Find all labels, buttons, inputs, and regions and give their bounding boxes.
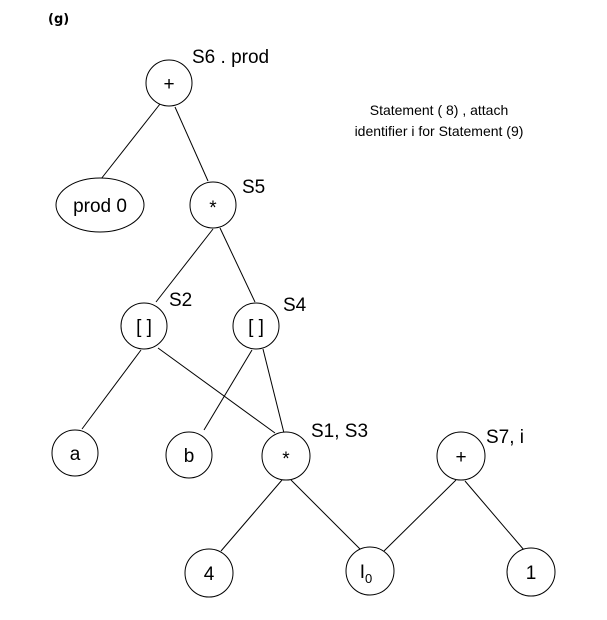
edge-plus-star xyxy=(174,106,209,182)
node-star-low: * xyxy=(261,431,311,481)
node-a-label: a xyxy=(70,444,81,465)
edge-starlow-four xyxy=(220,479,283,552)
figure-label: (g) xyxy=(48,12,69,27)
node-plus-root: + xyxy=(145,59,193,107)
node-b-label: b xyxy=(184,446,195,467)
node-index-s4: [ ] xyxy=(232,302,280,350)
node-i0: I0 xyxy=(345,546,395,596)
edge-s4-b xyxy=(203,349,253,431)
node-four: 4 xyxy=(184,548,234,598)
node-plus-root-label: + xyxy=(163,74,174,95)
edge-s4-starlow xyxy=(262,348,285,434)
edge-s2-a xyxy=(81,349,142,430)
node-one-label: 1 xyxy=(526,563,537,584)
label-s6: S6 . prod xyxy=(192,47,269,68)
node-star-mid-label: * xyxy=(209,198,217,219)
edge-plusi-i0 xyxy=(383,479,457,552)
edges xyxy=(81,103,525,552)
label-s2: S2 xyxy=(169,290,192,311)
label-s4: S4 xyxy=(283,295,307,316)
node-one: 1 xyxy=(506,547,556,597)
edge-plusi-one xyxy=(464,480,525,551)
note-line-2: identifier i for Statement (9) xyxy=(355,123,524,139)
node-plus-i-label: + xyxy=(455,447,466,468)
edge-s2-starlow xyxy=(157,347,276,434)
edge-starlow-i0 xyxy=(290,479,362,551)
edge-plus-prod0 xyxy=(100,103,161,180)
node-prod0-label: prod 0 xyxy=(73,196,127,217)
label-s7: S7, i xyxy=(486,427,524,448)
node-i0-base: I xyxy=(360,562,365,583)
node-star-low-label: * xyxy=(282,449,290,470)
node-four-label: 4 xyxy=(204,564,215,585)
node-prod0: prod 0 xyxy=(55,177,145,233)
node-index-s2: [ ] xyxy=(120,302,168,350)
label-s1-s3: S1, S3 xyxy=(311,421,368,442)
edge-star-s4 xyxy=(219,227,256,303)
node-index-s4-label: [ ] xyxy=(248,317,264,338)
node-index-s2-label: [ ] xyxy=(136,317,152,338)
node-i0-label: I0 xyxy=(360,562,373,586)
label-s5: S5 xyxy=(242,177,265,198)
node-a: a xyxy=(51,429,99,477)
node-star-mid: * xyxy=(189,181,237,229)
note-line-1: Statement ( 8) , attach xyxy=(370,102,509,118)
node-plus-i: + xyxy=(436,431,486,481)
node-b: b xyxy=(165,431,213,479)
node-i0-subscript: 0 xyxy=(365,571,372,586)
edge-star-s2 xyxy=(155,228,214,303)
